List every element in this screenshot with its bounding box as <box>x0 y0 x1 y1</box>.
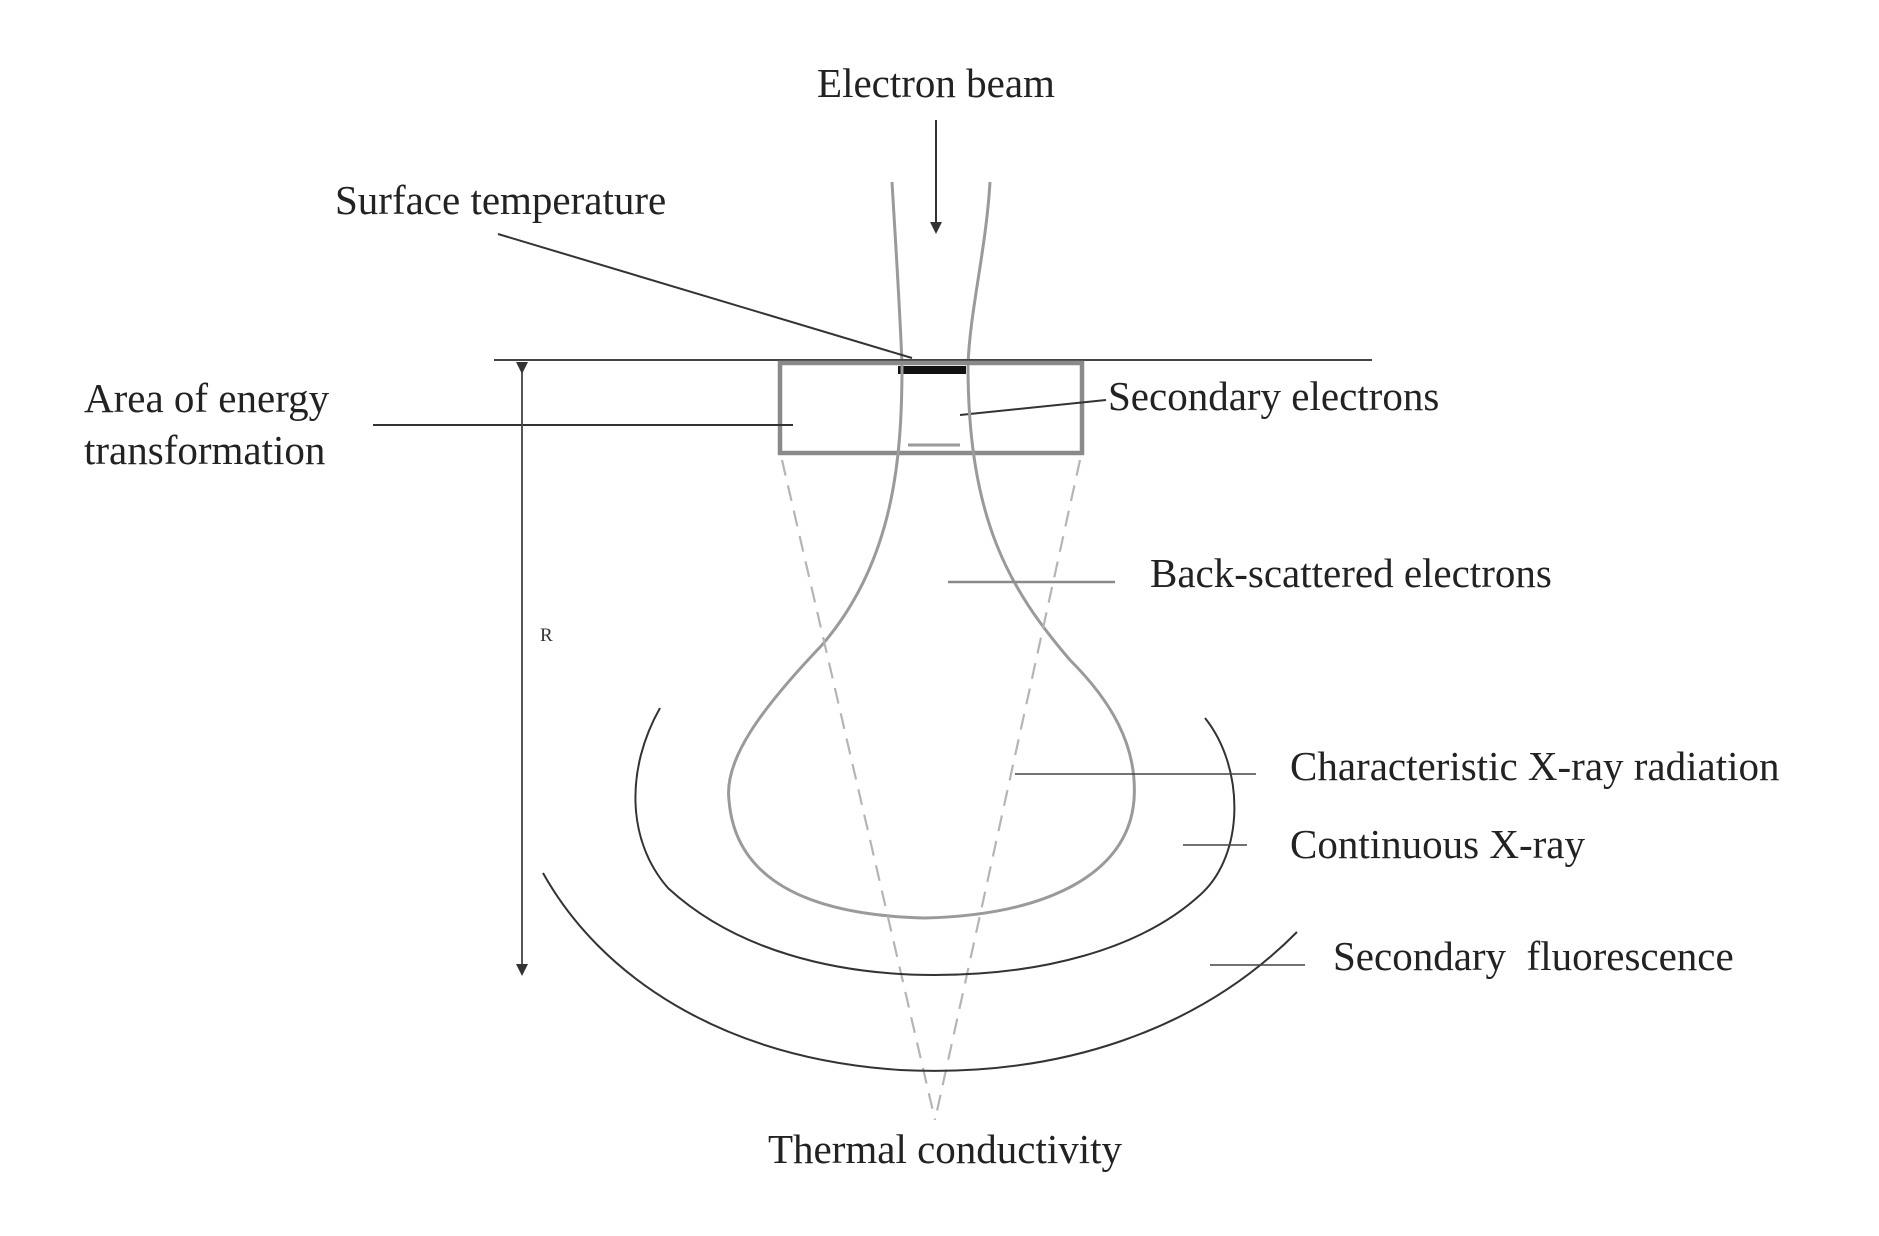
surface-temperature-label: Surface temperature <box>335 177 666 223</box>
thermal-cone-left <box>780 459 937 1121</box>
continuous-xray-label: Continuous X-ray <box>1290 821 1585 867</box>
secondary-electrons-leader <box>959 399 1107 416</box>
interaction-volume-outline <box>727 364 1136 920</box>
characteristic-xray-label: Characteristic X-ray radiation <box>1290 743 1780 789</box>
area-energy-label-line1: Area of energy <box>84 375 330 421</box>
surface-hot-spot <box>898 366 966 374</box>
secondary-fluorescence-label: Secondary fluorescence <box>1333 933 1734 979</box>
electron-beam-label: Electron beam <box>817 60 1055 106</box>
thermal-cone-right <box>933 459 1082 1121</box>
beam-right-wall <box>966 181 992 366</box>
surface-temperature-leader <box>497 233 913 359</box>
back-scattered-label: Back-scattered electrons <box>1150 550 1552 596</box>
area-energy-label-line2: transformation <box>84 427 325 473</box>
thermal-conductivity-label: Thermal conductivity <box>768 1126 1123 1172</box>
continuous-xray-arc <box>634 707 1236 977</box>
energy-transformation-box <box>777 360 1085 456</box>
secondary-fluorescence-arc <box>542 872 1298 1072</box>
secondary-electrons-label: Secondary electrons <box>1108 373 1439 419</box>
depth-symbol-label: R <box>540 625 553 646</box>
beam-left-wall <box>890 181 904 366</box>
